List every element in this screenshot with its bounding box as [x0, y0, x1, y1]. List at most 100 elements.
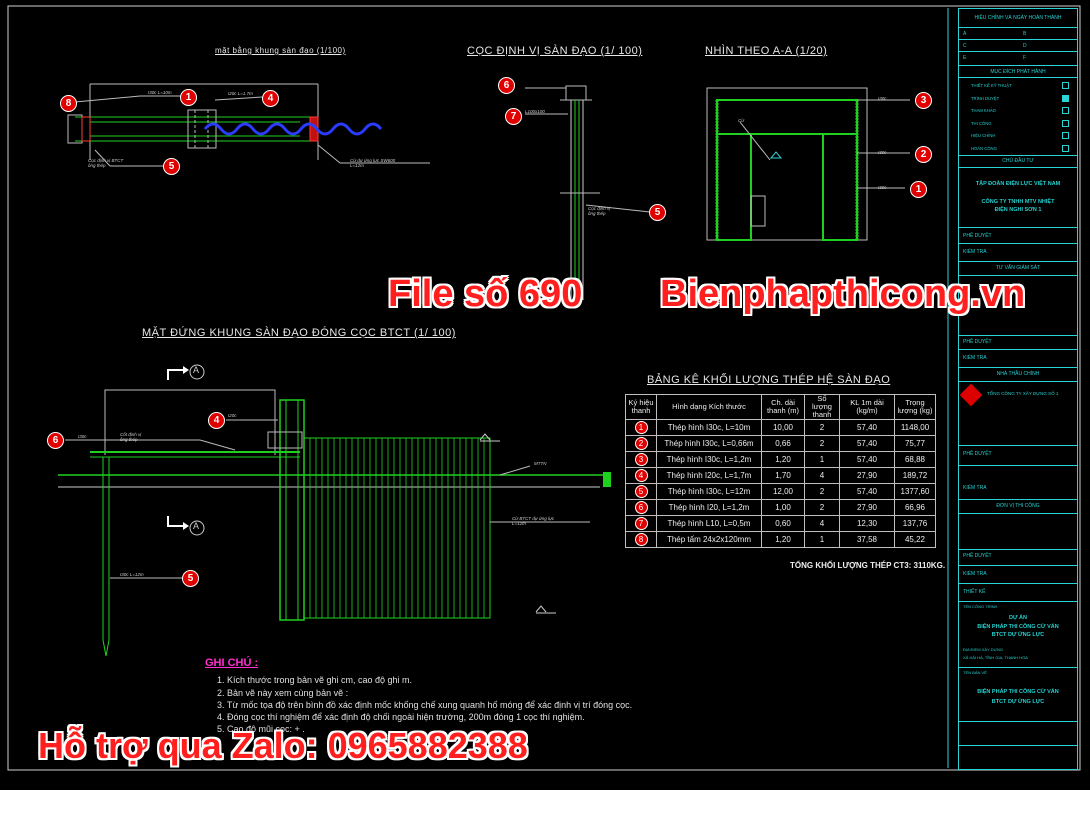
row-symbol: 3 — [625, 451, 657, 468]
table-cell: 57,40 — [839, 435, 895, 452]
table-cell: 57,40 — [839, 419, 895, 436]
section-marker-a-bottom: A — [193, 521, 200, 531]
project-name-3: BTCT DỰ ỨNG LỰC — [991, 632, 1045, 638]
watermark-zalo: Hỗ trợ qua Zalo: 0965882388 — [38, 725, 528, 766]
callout-bubble: 5 — [182, 570, 199, 587]
callout-bubble: 6 — [498, 77, 515, 94]
approver-label: PHÊ DUYỆT — [963, 233, 992, 239]
table-cell: 66,96 — [894, 499, 936, 516]
col-header: KL 1m dài (kg/m) — [839, 394, 895, 420]
purpose-checkbox[interactable] — [1062, 119, 1069, 127]
leader-note: I30c — [878, 185, 887, 190]
drawing-label: TÊN BẢN VẼ — [963, 670, 987, 675]
purpose-checkbox[interactable] — [1062, 94, 1069, 102]
table-total: TỔNG KHỐI LƯỢNG THÉP CT3: 3110KG. — [790, 561, 946, 570]
drawing-geometry — [7, 5, 1081, 771]
row-symbol-bubble: 7 — [634, 517, 648, 530]
leader-note: L100x100 — [525, 109, 545, 114]
row-symbol-bubble: 1 — [634, 421, 648, 434]
owner-company-2: ĐIỆN NGHI SƠN 1 — [994, 207, 1042, 213]
checker-label: KIỂM TRA — [963, 485, 987, 491]
steel-quantity-table: Ký hiệu thanh Hình dạng Kích thước Ch. d… — [625, 394, 936, 548]
section-marker-a-top: A — [193, 365, 200, 375]
purpose-item: THI CÔNG — [971, 120, 992, 126]
callout-bubble: 2 — [915, 146, 932, 163]
pile-locator-view — [525, 85, 651, 307]
table-cell: 189,72 — [894, 467, 936, 484]
row-symbol: 1 — [625, 419, 657, 436]
note-item: 1. Kích thước trong bản vẽ ghi cm, cao đ… — [217, 675, 413, 685]
row-symbol-bubble: 3 — [634, 453, 648, 466]
leader-note: I30c L=12m — [120, 572, 144, 577]
table-cell: 27,90 — [839, 499, 895, 516]
note-item: 2. Bản vẽ này xem cùng bản vẽ : — [217, 688, 349, 698]
section-aa-title: NHÌN THEO A-A (1/20) — [705, 45, 828, 57]
table-cell: Thép hình I20, L=1,2m — [656, 499, 762, 516]
table-cell: 37,58 — [839, 531, 895, 548]
rev-cell: A — [963, 31, 967, 37]
contractor-header: NHÀ THẦU CHÍNH — [996, 371, 1040, 377]
location-label: ĐỊA ĐIỂM XÂY DỰNG — [963, 647, 1004, 652]
table-cell: Thép hình L10, L=0,5m — [656, 515, 762, 532]
col-header: Hình dạng Kích thước — [656, 394, 762, 420]
table-cell: 2 — [804, 419, 840, 436]
table-cell: Thép hình I30c, L=1,2m — [656, 451, 762, 468]
purpose-checkbox[interactable] — [1062, 107, 1069, 114]
checker-label: KIỂM TRA — [963, 571, 987, 577]
designer-label: THIẾT KẾ — [963, 589, 986, 595]
title-block: HIỆU CHỈNH VÀ NGÀY HOÀN THÀNH A B C D E … — [958, 8, 1078, 770]
rev-cell: B — [1023, 31, 1027, 37]
elevation-view — [58, 364, 611, 657]
table-cell: 4 — [804, 467, 840, 484]
table-cell: 2 — [804, 499, 840, 516]
callout-bubble: 5 — [163, 158, 180, 175]
revision-header: HIỆU CHỈNH VÀ NGÀY HOÀN THÀNH — [974, 15, 1062, 21]
table-cell: 68,88 — [894, 451, 936, 468]
contractor-name: TỔNG CÔNG TY XÂY DỰNG SỐ 1 — [987, 391, 1059, 396]
table-cell: 12,30 — [839, 515, 895, 532]
leader-note: I30c — [78, 434, 87, 439]
approver-label: PHÊ DUYỆT — [963, 553, 992, 559]
callout-bubble: 4 — [208, 412, 225, 429]
notes-heading: GHI CHÚ : — [205, 657, 259, 669]
table-cell: 10,00 — [761, 419, 805, 436]
table-cell: 2 — [804, 483, 840, 500]
purpose-checkbox[interactable] — [1062, 82, 1069, 89]
table-title: BẢNG KÊ KHỐI LƯỢNG THÉP HỆ SÀN ĐẠO — [647, 374, 891, 386]
row-symbol: 5 — [625, 483, 657, 500]
purpose-item: HIỆU CHỈNH — [971, 133, 996, 138]
approver-label: PHÊ DUYỆT — [963, 339, 992, 345]
table-cell: 27,90 — [839, 467, 895, 484]
table-cell: 137,76 — [894, 515, 936, 532]
contractor-logo — [959, 383, 983, 407]
checker-label: KIỂM TRA — [963, 249, 987, 255]
rev-cell: C — [963, 43, 967, 49]
row-symbol: 8 — [625, 531, 657, 548]
section-aa-view — [706, 87, 910, 241]
purpose-checkbox[interactable] — [1062, 144, 1069, 152]
table-header-row: Ký hiệu thanh Hình dạng Kích thước Ch. d… — [625, 394, 936, 420]
table-cell: 2 — [804, 435, 840, 452]
watermark-file: File số 690 — [388, 273, 583, 315]
table-cell: Thép hình I30c, L=0,66m — [656, 435, 762, 452]
table-cell: Thép hình I20c, L=1,7m — [656, 467, 762, 484]
row-symbol: 7 — [625, 515, 657, 532]
owner-header: CHỦ ĐẦU TƯ — [1002, 158, 1034, 164]
row-symbol-bubble: 4 — [634, 469, 648, 482]
table-cell: 57,40 — [839, 483, 895, 500]
purpose-item: HOÀN CÔNG — [971, 145, 997, 151]
callout-bubble: 6 — [47, 432, 64, 449]
row-symbol: 6 — [625, 499, 657, 516]
purpose-checkbox[interactable] — [1062, 132, 1069, 139]
leader-note: I20c L=1.7m — [228, 91, 253, 96]
pile-locator-title: CỌC ĐỊNH VỊ SÀN ĐẠO (1/ 100) — [467, 45, 643, 57]
table-cell: 1,20 — [761, 531, 805, 548]
owner-name: TẬP ĐOÀN ĐIỆN LỰC VIỆT NAM — [975, 181, 1061, 187]
